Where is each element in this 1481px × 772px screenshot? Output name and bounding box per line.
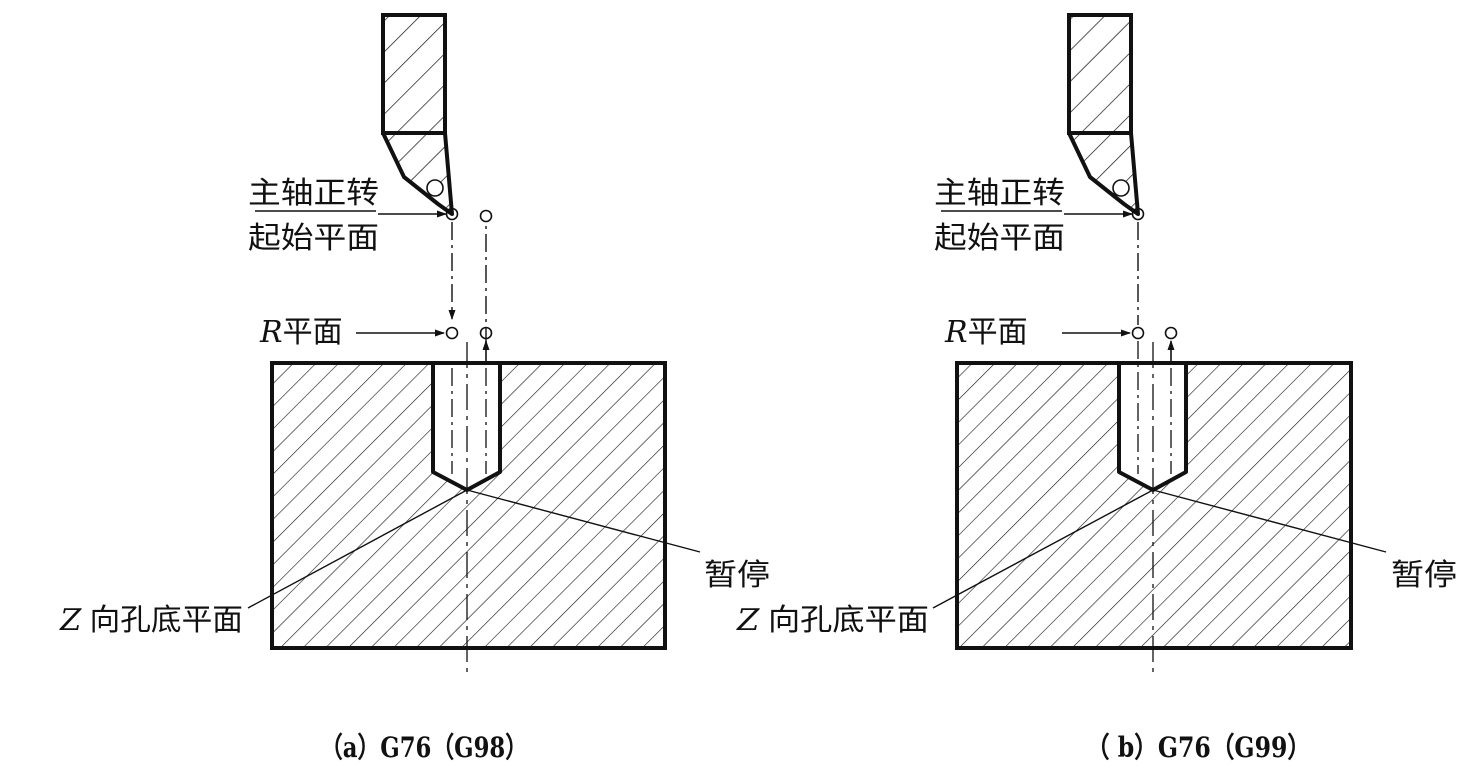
r-plane-text: 平面 — [968, 315, 1028, 350]
tool-insert-circle — [426, 179, 444, 197]
caption-b: （ b）G76（G99） — [1086, 731, 1311, 764]
dwell-leader — [466, 489, 701, 553]
svg-text:R平面: R平面 — [944, 315, 1028, 350]
tool-shank — [1067, 13, 1133, 135]
dwell-label: 暂停 — [1391, 558, 1457, 593]
boring-tool — [1067, 13, 1140, 216]
tool-insert-circle — [1112, 179, 1130, 197]
svg-text:R平面: R平面 — [259, 315, 343, 350]
spindle-start-label: 主轴正转 起始平面 — [248, 176, 447, 256]
z-bottom-label: 向孔底平面 — [90, 603, 243, 638]
z-letter: Z — [736, 603, 761, 638]
z-letter: Z — [59, 603, 83, 638]
r-retract-point — [479, 326, 493, 340]
r-plane-label: R平面 — [944, 315, 1131, 350]
z-bottom-leader — [932, 489, 1154, 609]
tool-shank — [381, 13, 447, 135]
z-bottom-label: 向孔底平面 — [768, 603, 929, 638]
r-point — [1131, 326, 1145, 340]
start-plane-label: 起始平面 — [934, 221, 1065, 256]
spindle-label-line1: 主轴正转 — [248, 176, 379, 211]
boring-tool — [381, 13, 454, 216]
z-bottom-leader — [247, 489, 468, 609]
dwell-leader — [1152, 489, 1387, 553]
retract-top-point — [479, 209, 493, 223]
spindle-label-line1: 主轴正转 — [934, 176, 1065, 211]
start-plane-label: 起始平面 — [248, 221, 379, 256]
dwell-label: 暂停 — [704, 558, 770, 593]
r-plane-text: 平面 — [283, 315, 343, 350]
caption-a: （a）G76（G98） — [320, 731, 528, 764]
start-point — [445, 207, 459, 221]
workpiece — [270, 342, 667, 672]
start-point — [1131, 207, 1145, 221]
workpiece — [955, 341, 1353, 672]
r-letter: R — [259, 315, 283, 350]
r-point — [445, 326, 459, 340]
spindle-start-label: 主轴正转 起始平面 — [934, 176, 1133, 256]
r-plane-label: R平面 — [259, 315, 445, 350]
r-letter: R — [944, 315, 968, 350]
r-retract-point — [1164, 326, 1178, 340]
tool-head — [381, 131, 454, 216]
tool-head — [1067, 131, 1140, 216]
